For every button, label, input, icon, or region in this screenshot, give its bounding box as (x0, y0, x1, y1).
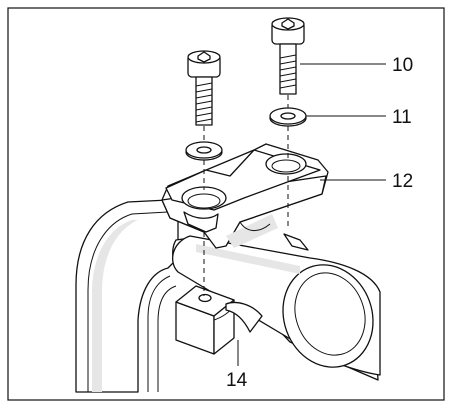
callout-label-10: 10 (392, 55, 413, 76)
figure-frame (7, 7, 445, 401)
elbow-tube (75, 199, 179, 393)
horizontal-tube (172, 233, 381, 381)
assembly-axis-lines (203, 95, 289, 296)
washer-11 (269, 107, 307, 127)
clamp-bracket-12 (161, 143, 329, 249)
callout-label-14: 14 (226, 370, 248, 391)
callout-label-12: 12 (392, 171, 413, 192)
block-part-14 (175, 285, 263, 355)
callout-label-11: 11 (392, 107, 412, 128)
screw-short (187, 50, 221, 126)
screw-long-10 (271, 17, 305, 95)
washer-left (185, 141, 223, 161)
